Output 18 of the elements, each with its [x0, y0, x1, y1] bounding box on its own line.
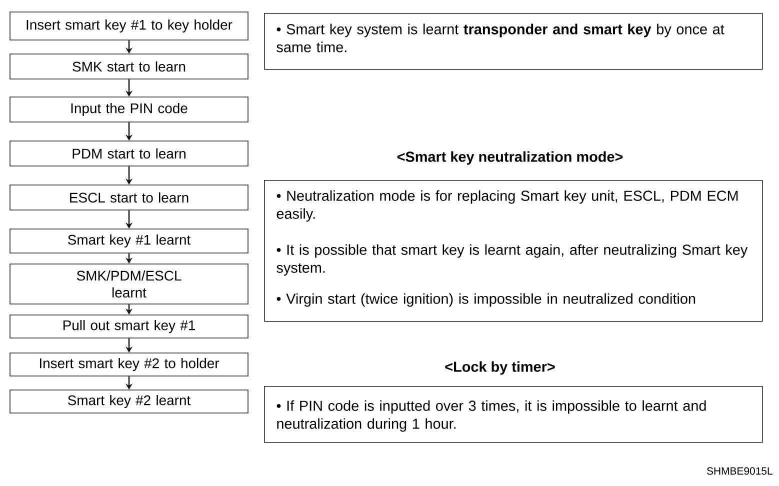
bullet-text: • It is possible that smart key is learnt again, after neutralizing Smart key system. — [276, 244, 748, 276]
process-box: Insert smart key #1 to key holder — [10, 12, 248, 40]
note-box: • If PIN code is inputted over 3 times, it is impossible to learnt and neutralization during 1 hour. — [264, 386, 763, 443]
process-box: Smart key #2 learnt — [10, 390, 248, 414]
process-box: SMK/PDM/ESCL learnt — [10, 264, 248, 304]
process-box: Pull out smart key #1 — [10, 314, 248, 338]
bullet-text: • Virgin start (twice ignition) is impossible in neutralized condition — [276, 293, 696, 307]
note-box: • Smart key system is learnt transponder and smart key by once at same time. — [264, 13, 763, 70]
process-box: Input the PIN code — [10, 96, 248, 122]
process-box: Smart key #1 learnt — [10, 228, 248, 254]
section-heading: <Lock by timer> — [445, 361, 555, 375]
process-box: ESCL start to learn — [10, 184, 248, 210]
process-box: Insert smart key #2 to holder — [10, 352, 248, 376]
process-box: SMK start to learn — [10, 54, 248, 80]
figure-code: SHMBE9015L — [706, 467, 772, 475]
bullet-text: • Neutralization mode is for replacing Smart key unit, ESCL, PDM ECM easily. — [276, 190, 738, 222]
section-heading: <Smart key neutralization mode> — [397, 151, 623, 165]
process-box: PDM start to learn — [10, 140, 248, 166]
